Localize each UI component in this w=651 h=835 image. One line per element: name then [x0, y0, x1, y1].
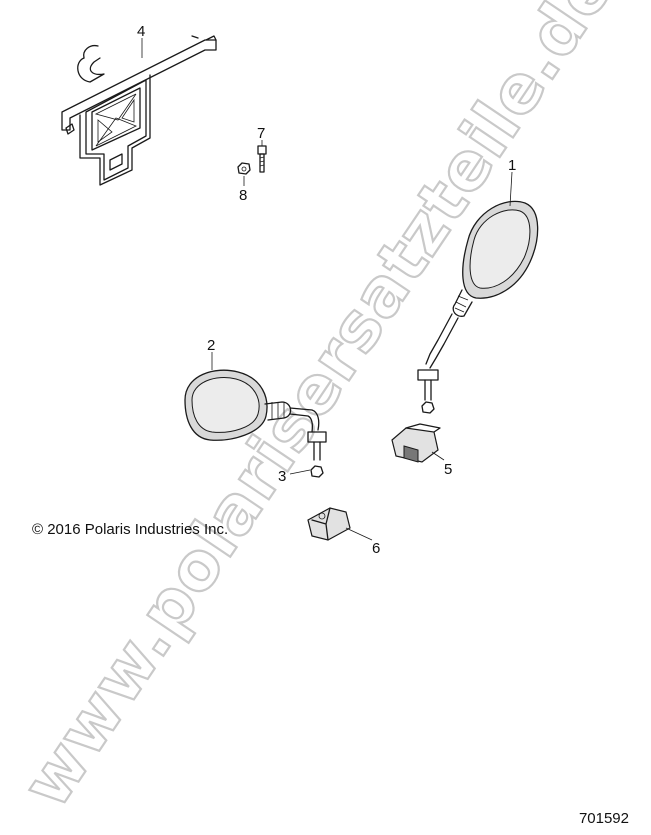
bolt-part — [257, 145, 267, 173]
mount-block-6-part — [307, 507, 351, 541]
watermark-text: www.polarisersatzteile.de — [7, 0, 629, 821]
callout-8: 8 — [239, 187, 247, 204]
left-mirror-part — [184, 369, 327, 478]
leader-lines — [141, 38, 513, 541]
callout-7: 7 — [257, 125, 265, 142]
callout-3: 3 — [278, 468, 286, 485]
copyright-notice: © 2016 Polaris Industries Inc. — [32, 521, 229, 538]
callout-5: 5 — [444, 461, 452, 478]
callout-1: 1 — [508, 157, 516, 174]
figure-number: 701592 — [578, 810, 629, 827]
right-mirror-part — [417, 200, 539, 414]
callout-6: 6 — [372, 540, 380, 557]
mounting-bracket-part — [61, 35, 217, 186]
callout-2: 2 — [207, 337, 215, 354]
nut-part — [237, 162, 251, 175]
mount-block-5-part — [391, 423, 441, 463]
callout-4: 4 — [137, 23, 145, 40]
